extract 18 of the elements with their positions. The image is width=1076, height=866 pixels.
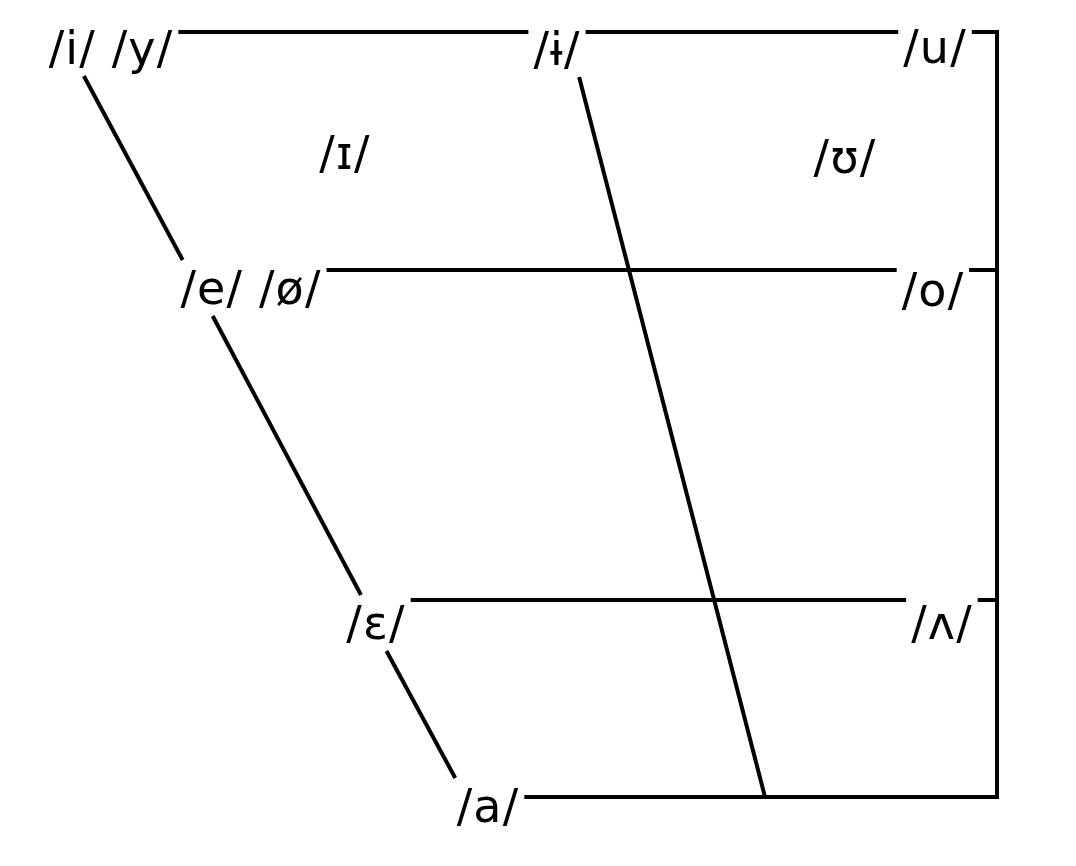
connector-line <box>410 598 907 602</box>
connector-line <box>577 76 767 798</box>
vowel-label: /ɪ/ <box>319 130 371 176</box>
vowel-label: /ʊ/ <box>813 134 877 180</box>
connector-line <box>326 268 897 272</box>
vowel-label: /o/ <box>901 267 965 313</box>
vowel-label: /ʌ/ <box>911 600 973 646</box>
connector-line <box>384 650 457 779</box>
vowel-label: /a/ <box>456 783 520 829</box>
connector-line <box>210 315 363 596</box>
connector-line <box>82 75 185 261</box>
vowel-label: /ɨ/ <box>533 26 581 72</box>
connector-line <box>585 30 899 34</box>
connector-line <box>524 598 999 799</box>
vowel-label: /ɛ/ <box>346 600 406 646</box>
vowel-label: /e/ /ø/ <box>180 265 322 311</box>
vowel-label: /u/ <box>903 24 967 70</box>
connector-line <box>178 30 529 34</box>
